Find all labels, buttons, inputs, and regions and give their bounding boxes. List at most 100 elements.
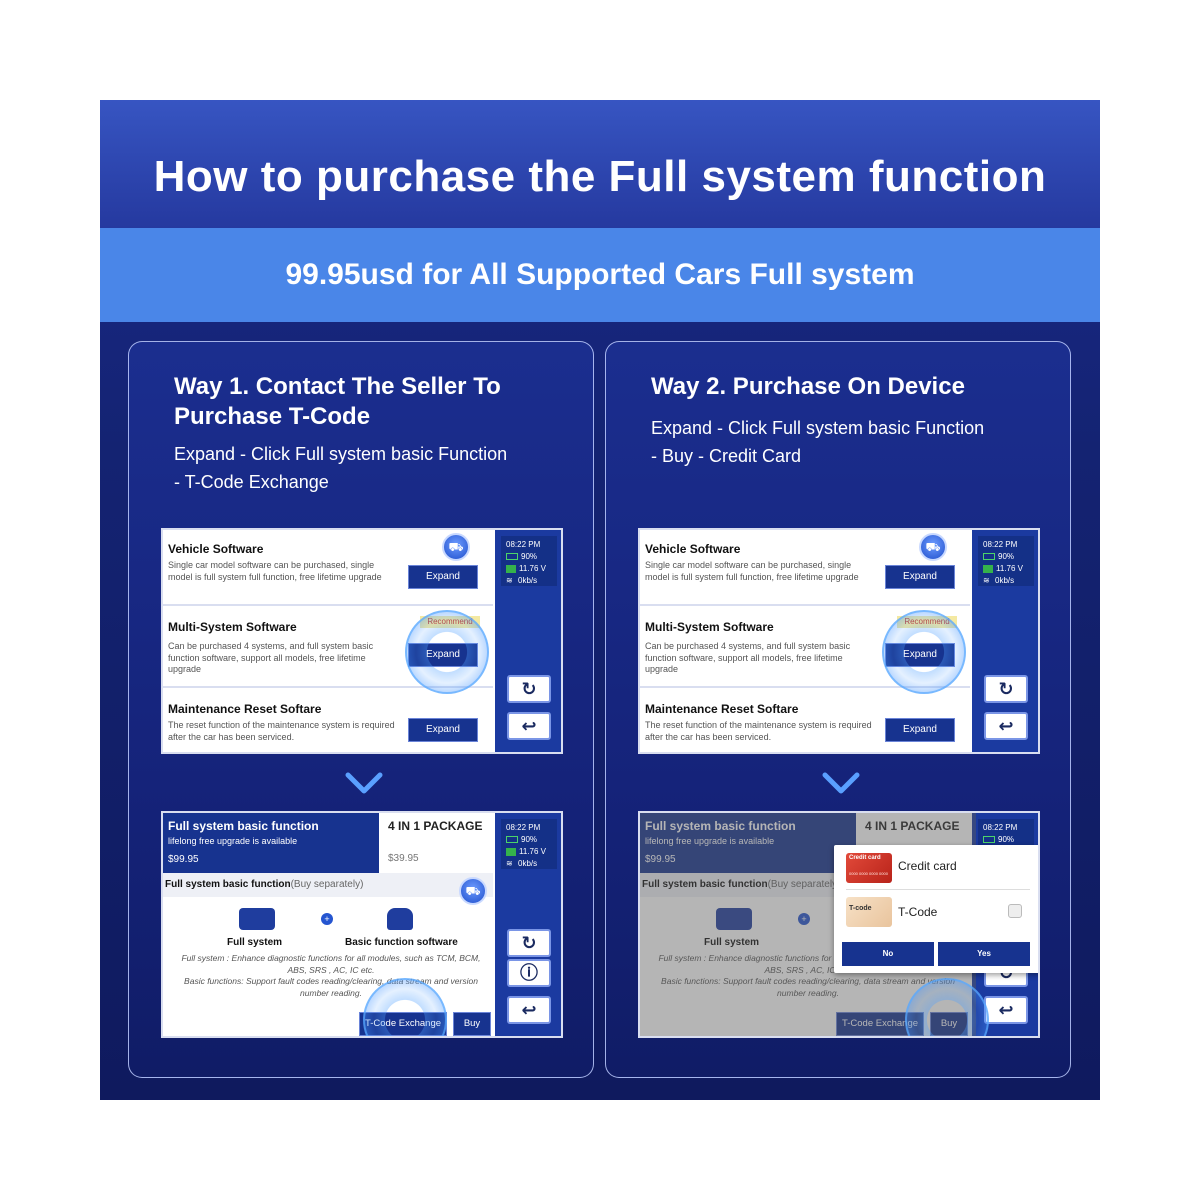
module-desc-line1: Full system : Enhance diagnostic functio…: [181, 953, 481, 975]
module-description: Full system : Enhance diagnostic functio…: [648, 953, 968, 999]
status-voltage: 11.76 V: [506, 846, 552, 858]
package-alt-price: $39.95: [388, 853, 419, 864]
expand-button[interactable]: Expand: [408, 718, 478, 742]
full-system-module-icon: [239, 908, 275, 930]
chevron-down-icon: [822, 772, 860, 794]
sub-heading-light: (Buy separately): [290, 879, 364, 890]
module-desc-line1: Full system : Enhance diagnostic functio…: [658, 953, 958, 975]
status-battery-value: 90%: [998, 552, 1015, 561]
wifi-icon: ≋: [983, 576, 990, 585]
yes-button[interactable]: Yes: [938, 942, 1030, 966]
package-full-system[interactable]: Full system basic function lifelong free…: [640, 813, 856, 873]
module-desc-line2: Basic functions: Support fault codes rea…: [184, 976, 478, 998]
t-code-option[interactable]: T-Code: [898, 905, 938, 919]
status-battery-value: 90%: [521, 552, 538, 561]
payment-dialog: Credit card 0000 0000 0000 0000 Credit c…: [834, 845, 1038, 973]
module-desc-line2: Basic functions: Support fault codes rea…: [661, 976, 955, 998]
package-price: $99.95: [168, 854, 199, 865]
way2-desc-line1: Expand - Click Full system basic Functio…: [651, 418, 985, 438]
back-icon[interactable]: ↩: [507, 712, 551, 740]
status-net-value: 0kb/s: [518, 576, 538, 585]
way1-desc-line2: - T-Code Exchange: [174, 472, 329, 492]
buy-button[interactable]: Buy: [930, 1012, 968, 1036]
package-4in1[interactable]: 4 IN 1 PACKAGE $39.95: [379, 813, 493, 873]
status-battery: 90%: [983, 551, 1029, 563]
credit-card-option[interactable]: Credit card: [898, 859, 957, 873]
module-description: Full system : Enhance diagnostic functio…: [171, 953, 491, 999]
list-item-vehicle-software: Vehicle Software Single car model softwa…: [163, 530, 493, 606]
poster-header: How to purchase the Full system function: [100, 100, 1100, 228]
software-list-screen: Vehicle Software Single car model softwa…: [638, 528, 1040, 754]
status-panel: 08:22 PM 90% 11.76 V ≋0kb/s: [501, 819, 557, 869]
sub-heading-light: (Buy separately): [767, 879, 841, 890]
poster: How to purchase the Full system function…: [100, 100, 1100, 1100]
expand-button[interactable]: Expand: [885, 565, 955, 589]
chevron-down-icon: [345, 772, 383, 794]
expand-button[interactable]: Expand: [885, 643, 955, 667]
way2-desc-line2: - Buy - Credit Card: [651, 446, 802, 466]
status-voltage-value: 11.76 V: [519, 847, 546, 856]
back-icon[interactable]: ↩: [984, 712, 1028, 740]
no-button[interactable]: No: [842, 942, 934, 966]
plus-icon: +: [798, 913, 810, 925]
row-desc: Can be purchased 4 systems, and full sys…: [645, 641, 851, 674]
package-price: $99.95: [645, 854, 676, 865]
full-system-module-icon: [716, 908, 752, 930]
divider: [846, 889, 1030, 890]
back-icon[interactable]: ↩: [507, 996, 551, 1024]
side-panel: 08:22 PM 90% 11.76 V ≋0kb/s ↻ ↩: [495, 530, 561, 752]
t-code-exchange-button[interactable]: T-Code Exchange: [836, 1012, 924, 1036]
row-title: Vehicle Software: [645, 542, 741, 556]
refresh-icon[interactable]: ↻: [984, 675, 1028, 703]
obd-device-icon: [387, 908, 413, 930]
package-name: Full system basic function: [645, 819, 796, 833]
status-time: 08:22 PM: [506, 540, 541, 549]
side-panel: 08:22 PM 90% 11.76 V ≋0kb/s ↻ ⓘ ↩: [495, 813, 561, 1036]
refresh-icon[interactable]: ↻: [507, 675, 551, 703]
battery-icon: [983, 553, 995, 561]
status-battery-value: 90%: [521, 835, 538, 844]
status-net: ≋ 0kb/s: [506, 575, 552, 587]
wifi-icon: ≋: [506, 576, 513, 585]
way2-title: Way 2. Purchase On Device: [651, 373, 965, 400]
cart-icon[interactable]: ⛟: [459, 877, 487, 905]
software-list-screen: Vehicle Software Single car model softwa…: [161, 528, 563, 754]
expand-button[interactable]: Expand: [408, 565, 478, 589]
status-battery: 90%: [506, 834, 552, 846]
package-note: lifelong free upgrade is available: [168, 836, 298, 846]
way1-desc-line1: Expand - Click Full system basic Functio…: [174, 444, 508, 464]
way1-panel: Way 1. Contact The Seller To Purchase T-…: [128, 341, 594, 1078]
buy-button[interactable]: Buy: [453, 1012, 491, 1036]
recommend-badge: Recommend: [897, 616, 957, 628]
credit-card-icon-text: Credit card: [849, 855, 881, 861]
info-icon[interactable]: ⓘ: [507, 959, 551, 987]
t-code-exchange-button[interactable]: T-Code Exchange: [359, 1012, 447, 1036]
side-panel: 08:22 PM 90% 11.76 V ≋0kb/s ↻ ↩: [972, 530, 1038, 752]
expand-button[interactable]: Expand: [408, 643, 478, 667]
battery-icon: [506, 553, 518, 561]
package-full-system[interactable]: Full system basic function lifelong free…: [163, 813, 379, 873]
module-basic-function: Basic function software: [345, 937, 458, 948]
voltage-icon: [506, 847, 516, 856]
row-title: Vehicle Software: [168, 542, 264, 556]
list-item-multi-system-software: Multi-System Software Recommend Can be p…: [640, 608, 970, 688]
credit-card-icon: Credit card 0000 0000 0000 0000: [846, 853, 892, 883]
sub-heading: Full system basic function(Buy separatel…: [163, 873, 493, 897]
back-icon[interactable]: ↩: [984, 996, 1028, 1024]
t-code-card-icon: T-code: [846, 897, 892, 927]
status-time: 08:22 PM: [506, 823, 541, 832]
row-desc: Single car model software can be purchas…: [645, 560, 859, 582]
package-alt-name: 4 IN 1 PACKAGE: [388, 819, 483, 833]
package-name: Full system basic function: [168, 819, 319, 833]
status-net-value: 0kb/s: [995, 576, 1015, 585]
refresh-icon[interactable]: ↻: [507, 929, 551, 957]
module-full-system: Full system: [227, 937, 283, 948]
cart-icon[interactable]: ⛟: [442, 533, 470, 561]
sub-heading-bold: Full system basic function: [165, 879, 291, 890]
row-title: Maintenance Reset Softare: [645, 702, 799, 716]
price-band: 99.95usd for All Supported Cars Full sys…: [100, 228, 1100, 322]
wifi-icon: ≋: [506, 859, 513, 868]
cart-icon[interactable]: ⛟: [919, 533, 947, 561]
t-code-checkbox[interactable]: [1008, 904, 1022, 918]
expand-button[interactable]: Expand: [885, 718, 955, 742]
